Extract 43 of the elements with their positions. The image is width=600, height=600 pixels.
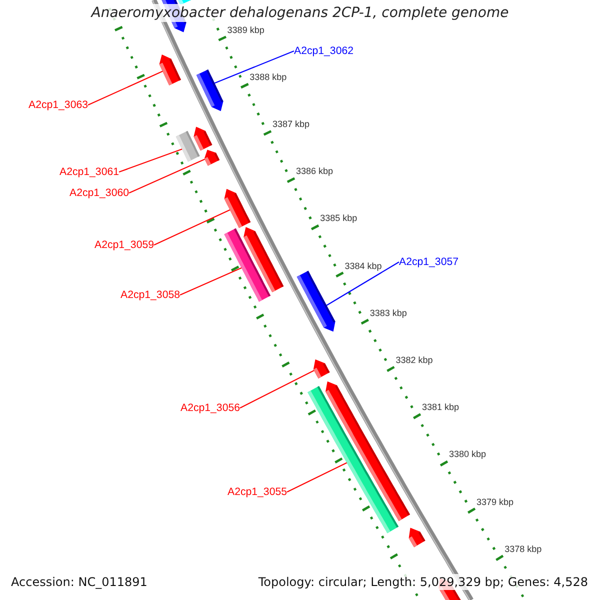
- tick-label: 3388 kbp: [250, 72, 287, 82]
- gene-bar: [196, 70, 224, 112]
- gene-bar: [296, 270, 336, 332]
- tick-label: 3386 kbp: [296, 166, 334, 176]
- gene-bar: [194, 126, 212, 151]
- gene-bar: [308, 386, 399, 534]
- gene-bar: [224, 228, 271, 302]
- gene-label: A2cp1_3062: [294, 44, 354, 58]
- tick-label: 3387 kbp: [272, 118, 310, 129]
- gene-bar: [159, 54, 181, 86]
- gene-bar: [224, 188, 251, 228]
- gene-bar: [313, 359, 330, 378]
- tick-label: 3379 kbp: [476, 496, 514, 507]
- tick-label: 3384 kbp: [344, 260, 382, 270]
- gene-bar: [176, 130, 200, 162]
- gene-label: A2cp1_3060: [70, 186, 129, 200]
- tick-label: 3380 kbp: [449, 449, 486, 460]
- leader-line: [180, 267, 242, 296]
- leader-line: [118, 148, 182, 173]
- tick-label: 3382 kbp: [396, 355, 433, 365]
- gene-bar: [408, 528, 426, 548]
- tick-label: 3389 kbp: [227, 24, 264, 34]
- gene-label: A2cp1_3059: [94, 238, 154, 252]
- gene-label: A2cp1_3057: [399, 256, 458, 268]
- gene-label: A2cp1_3056: [180, 402, 240, 414]
- gene-bar: [204, 150, 220, 166]
- leader-line: [286, 462, 348, 492]
- leader-line: [326, 262, 400, 306]
- accession-text: Accession: NC_011891: [9, 574, 150, 590]
- tick-label: 3378 kbp: [504, 544, 542, 554]
- leader-line: [88, 70, 163, 106]
- leader-line: [214, 50, 294, 84]
- gene-label: A2cp1_3055: [228, 486, 287, 498]
- gene-label: A2cp1_3058: [120, 288, 180, 302]
- tick-label: 3383 kbp: [370, 308, 407, 318]
- leader-line: [128, 158, 205, 194]
- genome-summary-text: Topology: circular; Length: 5,029,329 bp; Genes: 4,528: [256, 574, 590, 590]
- tick-label: 3381 kbp: [422, 402, 460, 412]
- leader-line: [154, 209, 230, 246]
- gene-label: A2cp1_3061: [60, 166, 119, 178]
- tick-label: 3385 kbp: [320, 213, 358, 224]
- gene-label: A2cp1_3063: [28, 98, 88, 112]
- leader-line: [240, 370, 314, 408]
